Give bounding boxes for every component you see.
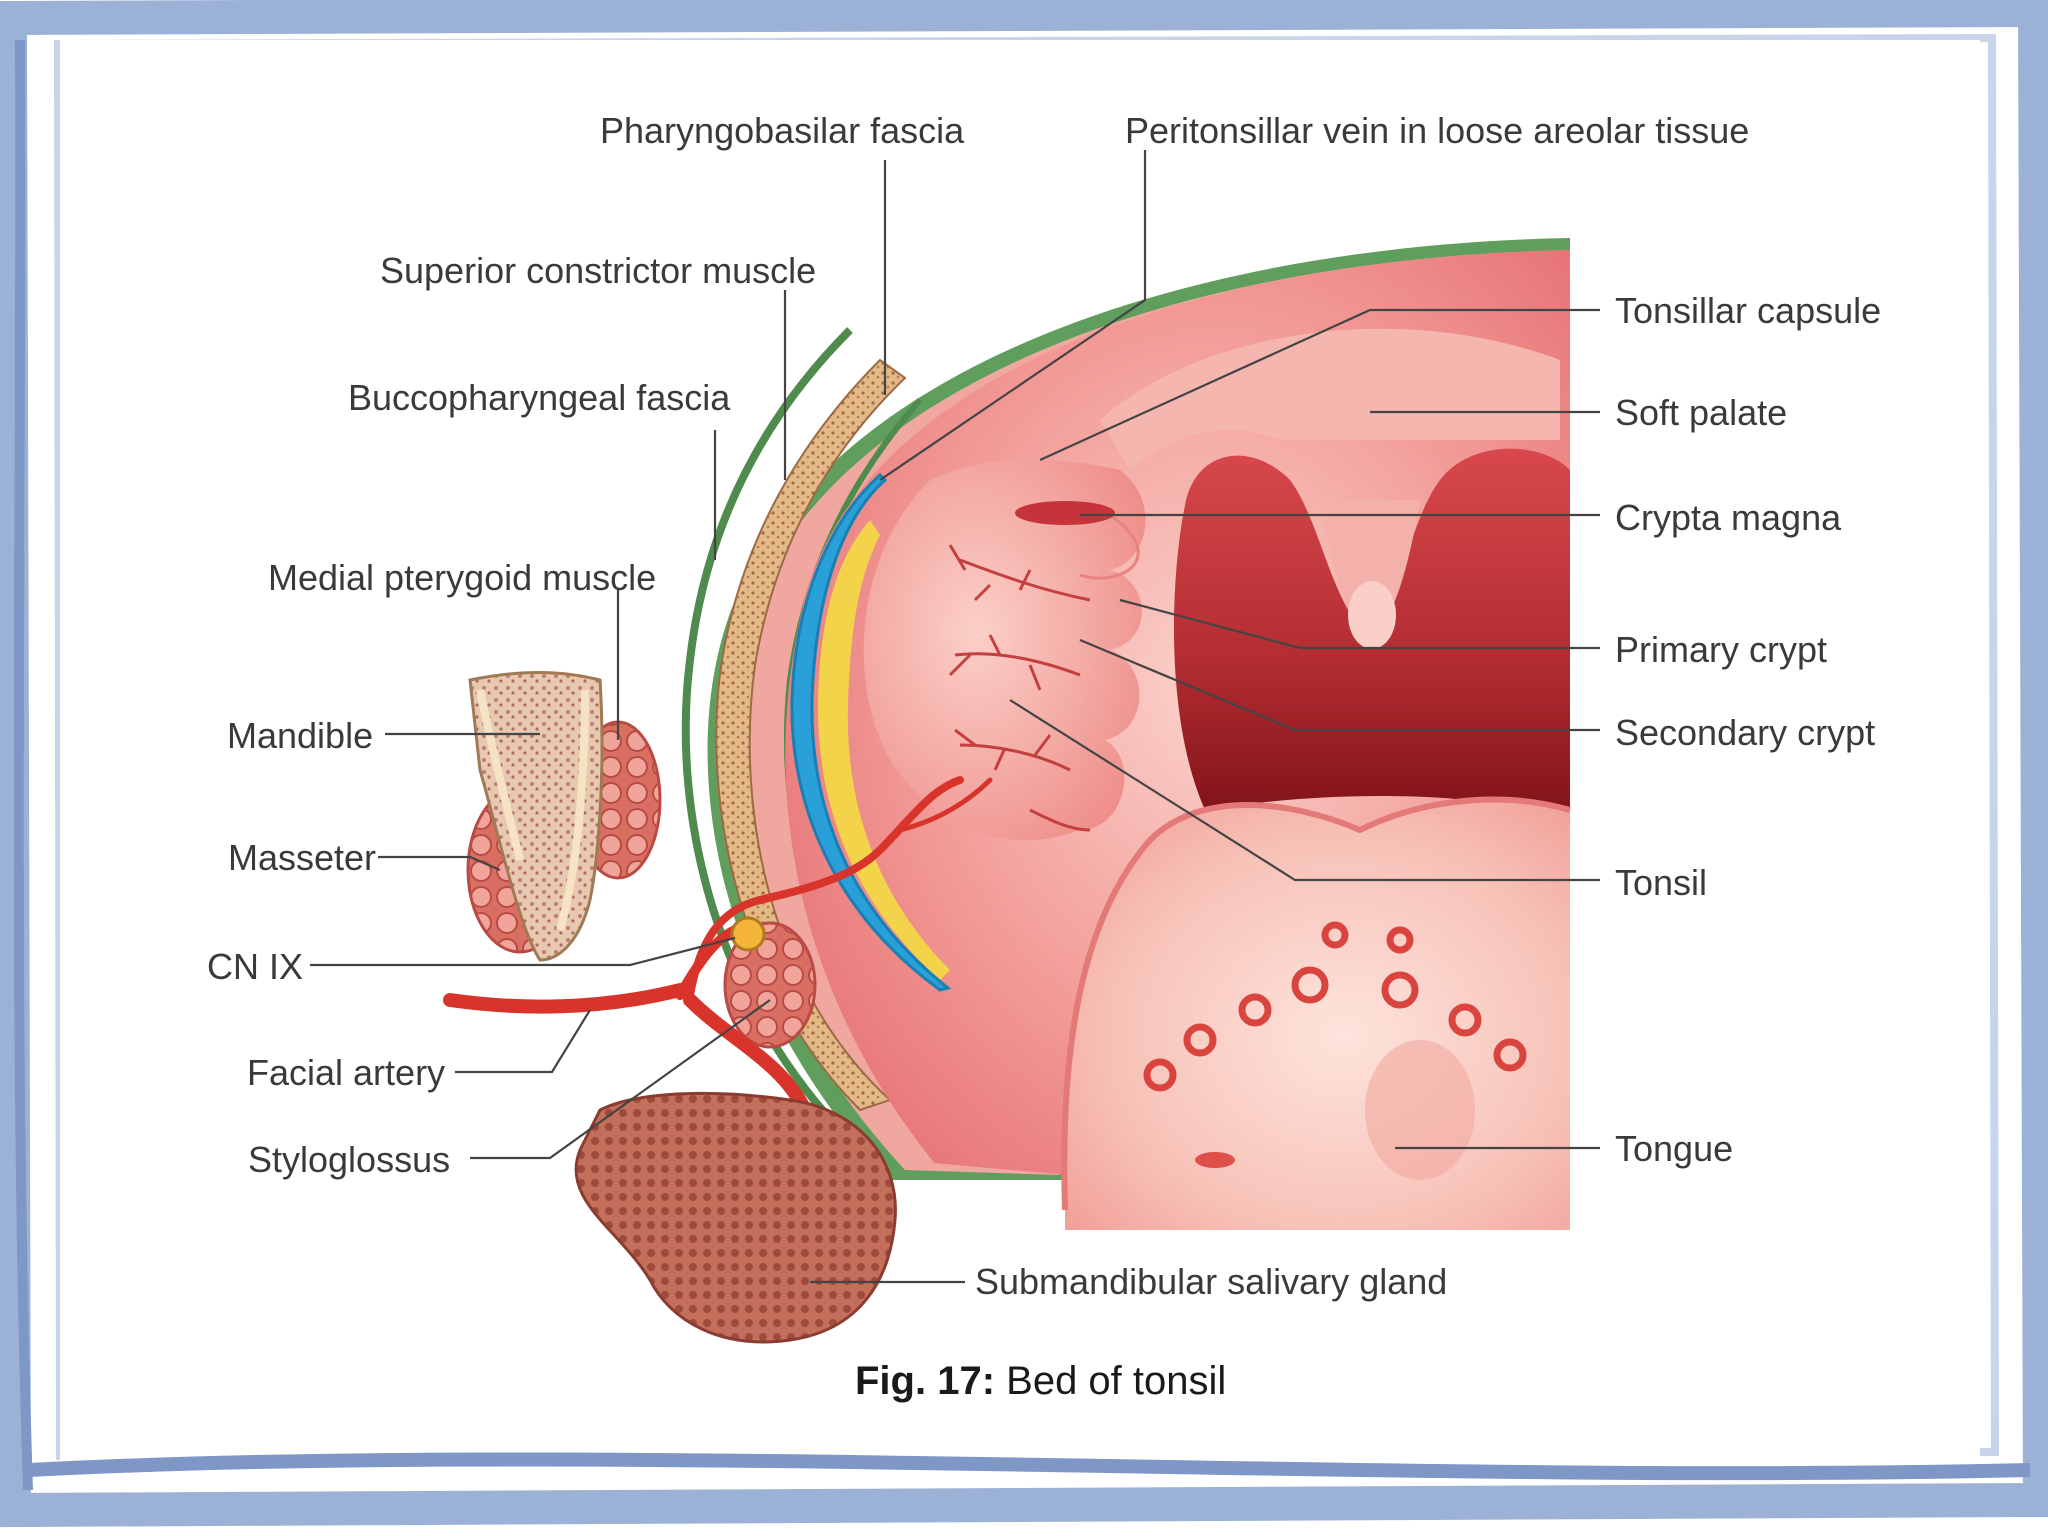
submandibular-gland xyxy=(574,1091,897,1344)
facial-artery xyxy=(443,776,993,1117)
mandible-region xyxy=(466,671,662,962)
leader-styloglossus xyxy=(470,999,771,1160)
label-medial-pterygoid: Medial pterygoid muscle xyxy=(268,557,656,598)
leader-facial-artery xyxy=(455,1009,591,1074)
leader-secondary-crypt xyxy=(1079,638,1600,732)
label-secondary-crypt: Secondary crypt xyxy=(1615,712,1875,753)
label-facial-artery: Facial artery xyxy=(247,1052,445,1093)
label-tonsillar-capsule: Tonsillar capsule xyxy=(1615,290,1881,331)
caption-text: Bed of tonsil xyxy=(995,1359,1226,1403)
caption-prefix: Fig. 17: xyxy=(855,1359,995,1403)
cn-ix-nerve xyxy=(730,916,766,952)
label-masseter: Masseter xyxy=(228,837,376,878)
leader-lines xyxy=(310,150,1600,1284)
tonsil-body xyxy=(863,460,1146,841)
label-pharyngobasilar-fascia: Pharyngobasilar fascia xyxy=(600,110,965,151)
label-primary-crypt: Primary crypt xyxy=(1615,629,1827,670)
tongue-body xyxy=(1061,796,1571,1230)
label-superior-constrictor: Superior constrictor muscle xyxy=(380,250,816,291)
label-mandible: Mandible xyxy=(227,715,373,756)
leader-tonsil xyxy=(1009,699,1600,882)
crypta-magna-mark xyxy=(1015,501,1115,525)
label-submandibular-gland: Submandibular salivary gland xyxy=(975,1261,1447,1302)
leader-cn-ix xyxy=(310,936,736,967)
leader-primary-crypt xyxy=(1119,598,1600,650)
peritonsillar-vein xyxy=(790,472,952,992)
label-styloglossus: Styloglossus xyxy=(248,1139,450,1180)
label-tonsil: Tonsil xyxy=(1615,862,1707,903)
label-peritonsillar-vein: Peritonsillar vein in loose areolar tiss… xyxy=(1125,110,1749,151)
label-crypta-magna: Crypta magna xyxy=(1615,497,1842,538)
leader-masseter xyxy=(378,855,501,872)
leader-peritonsillar-vein xyxy=(879,150,1147,481)
leader-tonsillar-capsule xyxy=(1039,308,1600,462)
labels: Pharyngobasilar fascia Peritonsillar vei… xyxy=(207,110,1881,1302)
label-buccopharyngeal-fascia: Buccopharyngeal fascia xyxy=(348,377,731,418)
label-soft-palate: Soft palate xyxy=(1615,392,1787,433)
figure-caption: Fig. 17: Bed of tonsil xyxy=(855,1359,1226,1403)
label-tongue: Tongue xyxy=(1615,1128,1733,1169)
label-cn-ix: CN IX xyxy=(207,946,303,987)
